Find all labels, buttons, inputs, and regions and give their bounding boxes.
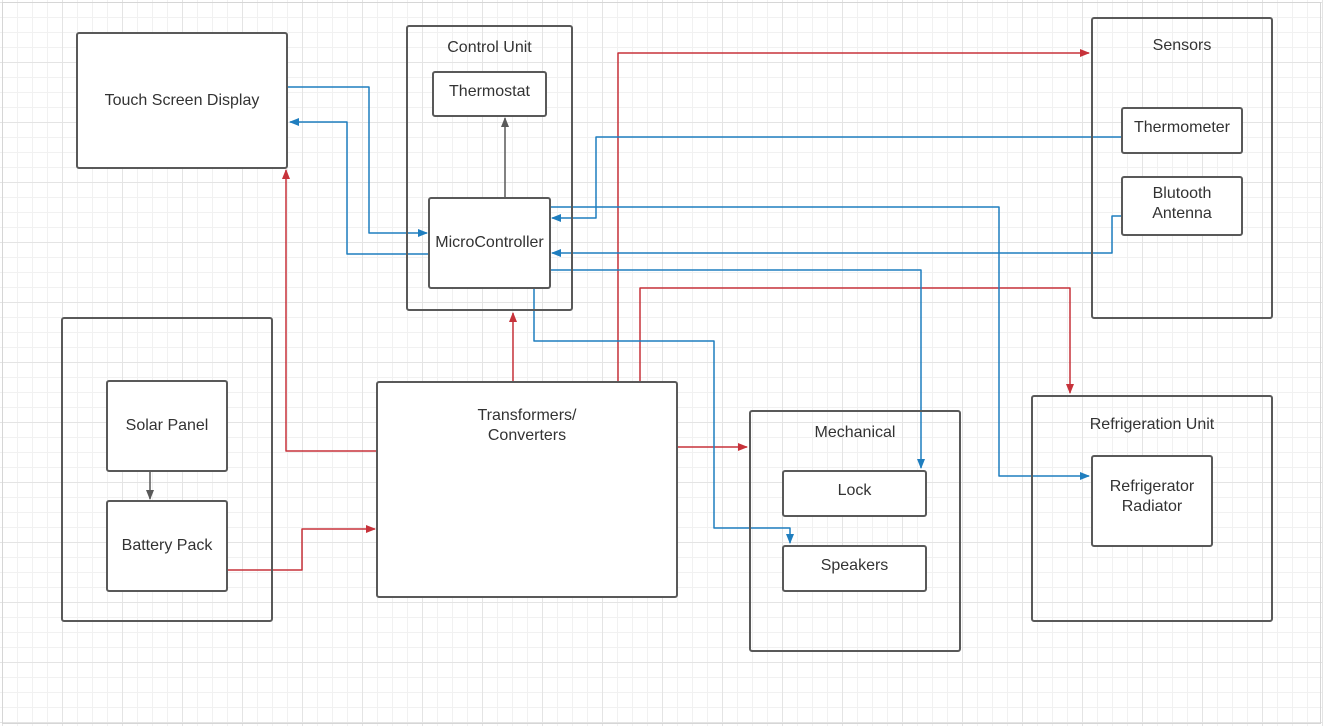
mechanical-title: Mechanical [814, 424, 896, 441]
link-transformers-refrigeration [639, 287, 1074, 394]
control-unit-title: Control Unit [447, 39, 532, 56]
battery-pack-node: Battery Pack [106, 500, 228, 592]
lock-node: Lock [782, 470, 927, 517]
bluetooth-antenna-node: Blutooth Antenna [1121, 176, 1243, 236]
refrigerator-radiator-label: Refrigerator Radiator [1109, 478, 1195, 515]
control-unit-group: Control Unit [406, 25, 573, 311]
power-source-group [61, 317, 273, 622]
lock-label: Lock [837, 482, 872, 499]
transformers-converters-node: Transformers/ Converters [376, 381, 678, 598]
link-microcontroller-lock [550, 269, 925, 469]
mechanical-group: Mechanical [749, 410, 961, 652]
link-microcontroller-touchscreen [289, 118, 429, 255]
thermometer-label: Thermometer [1133, 118, 1231, 136]
bluetooth-antenna-label: Blutooth Antenna [1152, 185, 1212, 222]
solar-panel-label: Solar Panel [125, 417, 209, 434]
link-transformers-sensors [617, 49, 1090, 381]
transformers-converters-label: Transformers/ Converters [477, 407, 577, 444]
link-touchscreen-microcontroller [288, 86, 428, 237]
refrigeration-unit-group: Refrigeration Unit [1031, 395, 1273, 622]
thermostat-label: Thermostat [449, 82, 530, 100]
solar-panel-node: Solar Panel [106, 380, 228, 472]
link-battery-transformers [228, 525, 376, 571]
refrigeration-unit-title: Refrigeration Unit [1089, 416, 1215, 433]
link-bluetooth-microcontroller [551, 215, 1122, 257]
sensors-group: Sensors [1091, 17, 1273, 319]
thermometer-node: Thermometer [1121, 107, 1243, 154]
sensors-title: Sensors [1152, 37, 1212, 54]
thermostat-node: Thermostat [432, 71, 547, 117]
speakers-node: Speakers [782, 545, 927, 592]
link-microcontroller-radiator [550, 206, 1090, 480]
refrigerator-radiator-node: Refrigerator Radiator [1091, 455, 1213, 547]
speakers-label: Speakers [820, 557, 889, 574]
touch-screen-display-label: Touch Screen Display [104, 91, 260, 109]
microcontroller-node: MicroController [428, 197, 551, 289]
touch-screen-display-node: Touch Screen Display [76, 32, 288, 169]
link-transformers-touchscreen [282, 169, 377, 452]
link-thermometer-microcontroller [551, 136, 1122, 222]
battery-pack-label: Battery Pack [121, 537, 213, 554]
microcontroller-label: MicroController [435, 234, 544, 251]
link-microcontroller-speakers [533, 289, 794, 544]
